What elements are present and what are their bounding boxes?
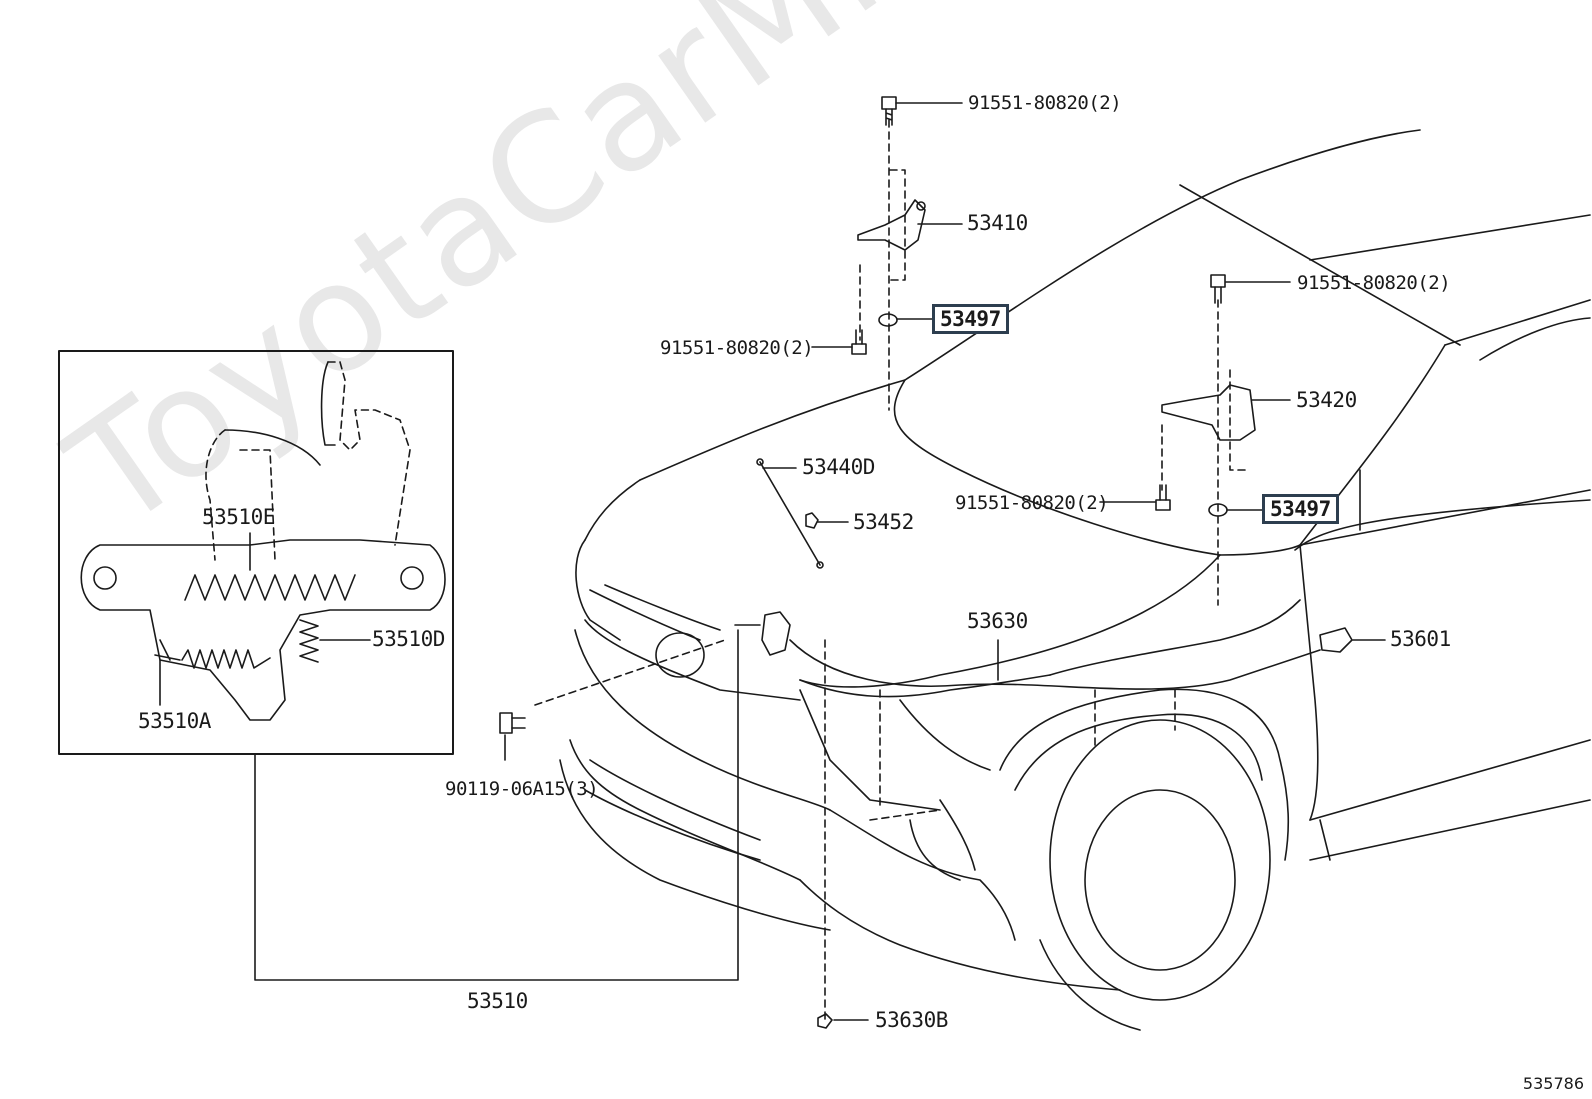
washer-icon[interactable] xyxy=(878,313,898,327)
release-lever-icon[interactable] xyxy=(1319,627,1353,653)
callout-rod-holder[interactable]: 53452 xyxy=(853,510,914,534)
reference-number: 535786 xyxy=(1522,1074,1584,1093)
callout-support-rod[interactable]: 53440D xyxy=(802,455,875,479)
latch-detail-drawing xyxy=(80,361,446,721)
clamp-icon[interactable] xyxy=(817,1013,833,1029)
callout-bolt-lower-right[interactable]: 91551-80820(2) xyxy=(955,492,1109,514)
inset-leader-lines xyxy=(159,532,739,981)
callout-latch-bolt[interactable]: 90119-06A15(3) xyxy=(445,778,599,800)
hinge-icon[interactable] xyxy=(857,199,926,251)
bolt-icon[interactable] xyxy=(499,712,526,734)
callout-release-cable[interactable]: 53630 xyxy=(967,609,1028,633)
cable-icon[interactable] xyxy=(789,639,1321,690)
assembly-leader-lines xyxy=(534,119,1251,1021)
callout-latch-spring-e[interactable]: 53510E xyxy=(202,505,275,529)
latch-detail-inset xyxy=(58,350,454,755)
bolt-icon[interactable] xyxy=(1155,484,1171,511)
bolt-icon[interactable] xyxy=(851,329,867,355)
latch-icon[interactable] xyxy=(734,611,791,656)
callout-hinge-left[interactable]: 53410 xyxy=(967,211,1028,235)
callout-hood-latch[interactable]: 53510 xyxy=(467,989,528,1013)
hinge-icon[interactable] xyxy=(1161,384,1256,441)
callout-bolt-top-right[interactable]: 91551-80820(2) xyxy=(1297,272,1451,294)
callout-washer-left[interactable]: 53497 xyxy=(932,304,1009,334)
callout-cable-clamp[interactable]: 53630B xyxy=(875,1008,948,1032)
callout-bolt-top-left[interactable]: 91551-80820(2) xyxy=(968,92,1122,114)
callout-bolt-lower-left[interactable]: 91551-80820(2) xyxy=(660,337,814,359)
callout-latch-spring-d[interactable]: 53510D xyxy=(372,627,445,651)
callout-leaders xyxy=(504,102,1386,1021)
callout-latch-spring-a[interactable]: 53510A xyxy=(138,709,211,733)
callout-release-lever[interactable]: 53601 xyxy=(1390,627,1451,651)
clip-icon[interactable] xyxy=(805,512,819,529)
support-rod-icon[interactable] xyxy=(756,458,824,569)
callout-hinge-right[interactable]: 53420 xyxy=(1296,388,1357,412)
bolt-icon[interactable] xyxy=(1210,274,1226,304)
callout-washer-right[interactable]: 53497 xyxy=(1262,494,1339,524)
vehicle-outline xyxy=(559,129,1591,1031)
